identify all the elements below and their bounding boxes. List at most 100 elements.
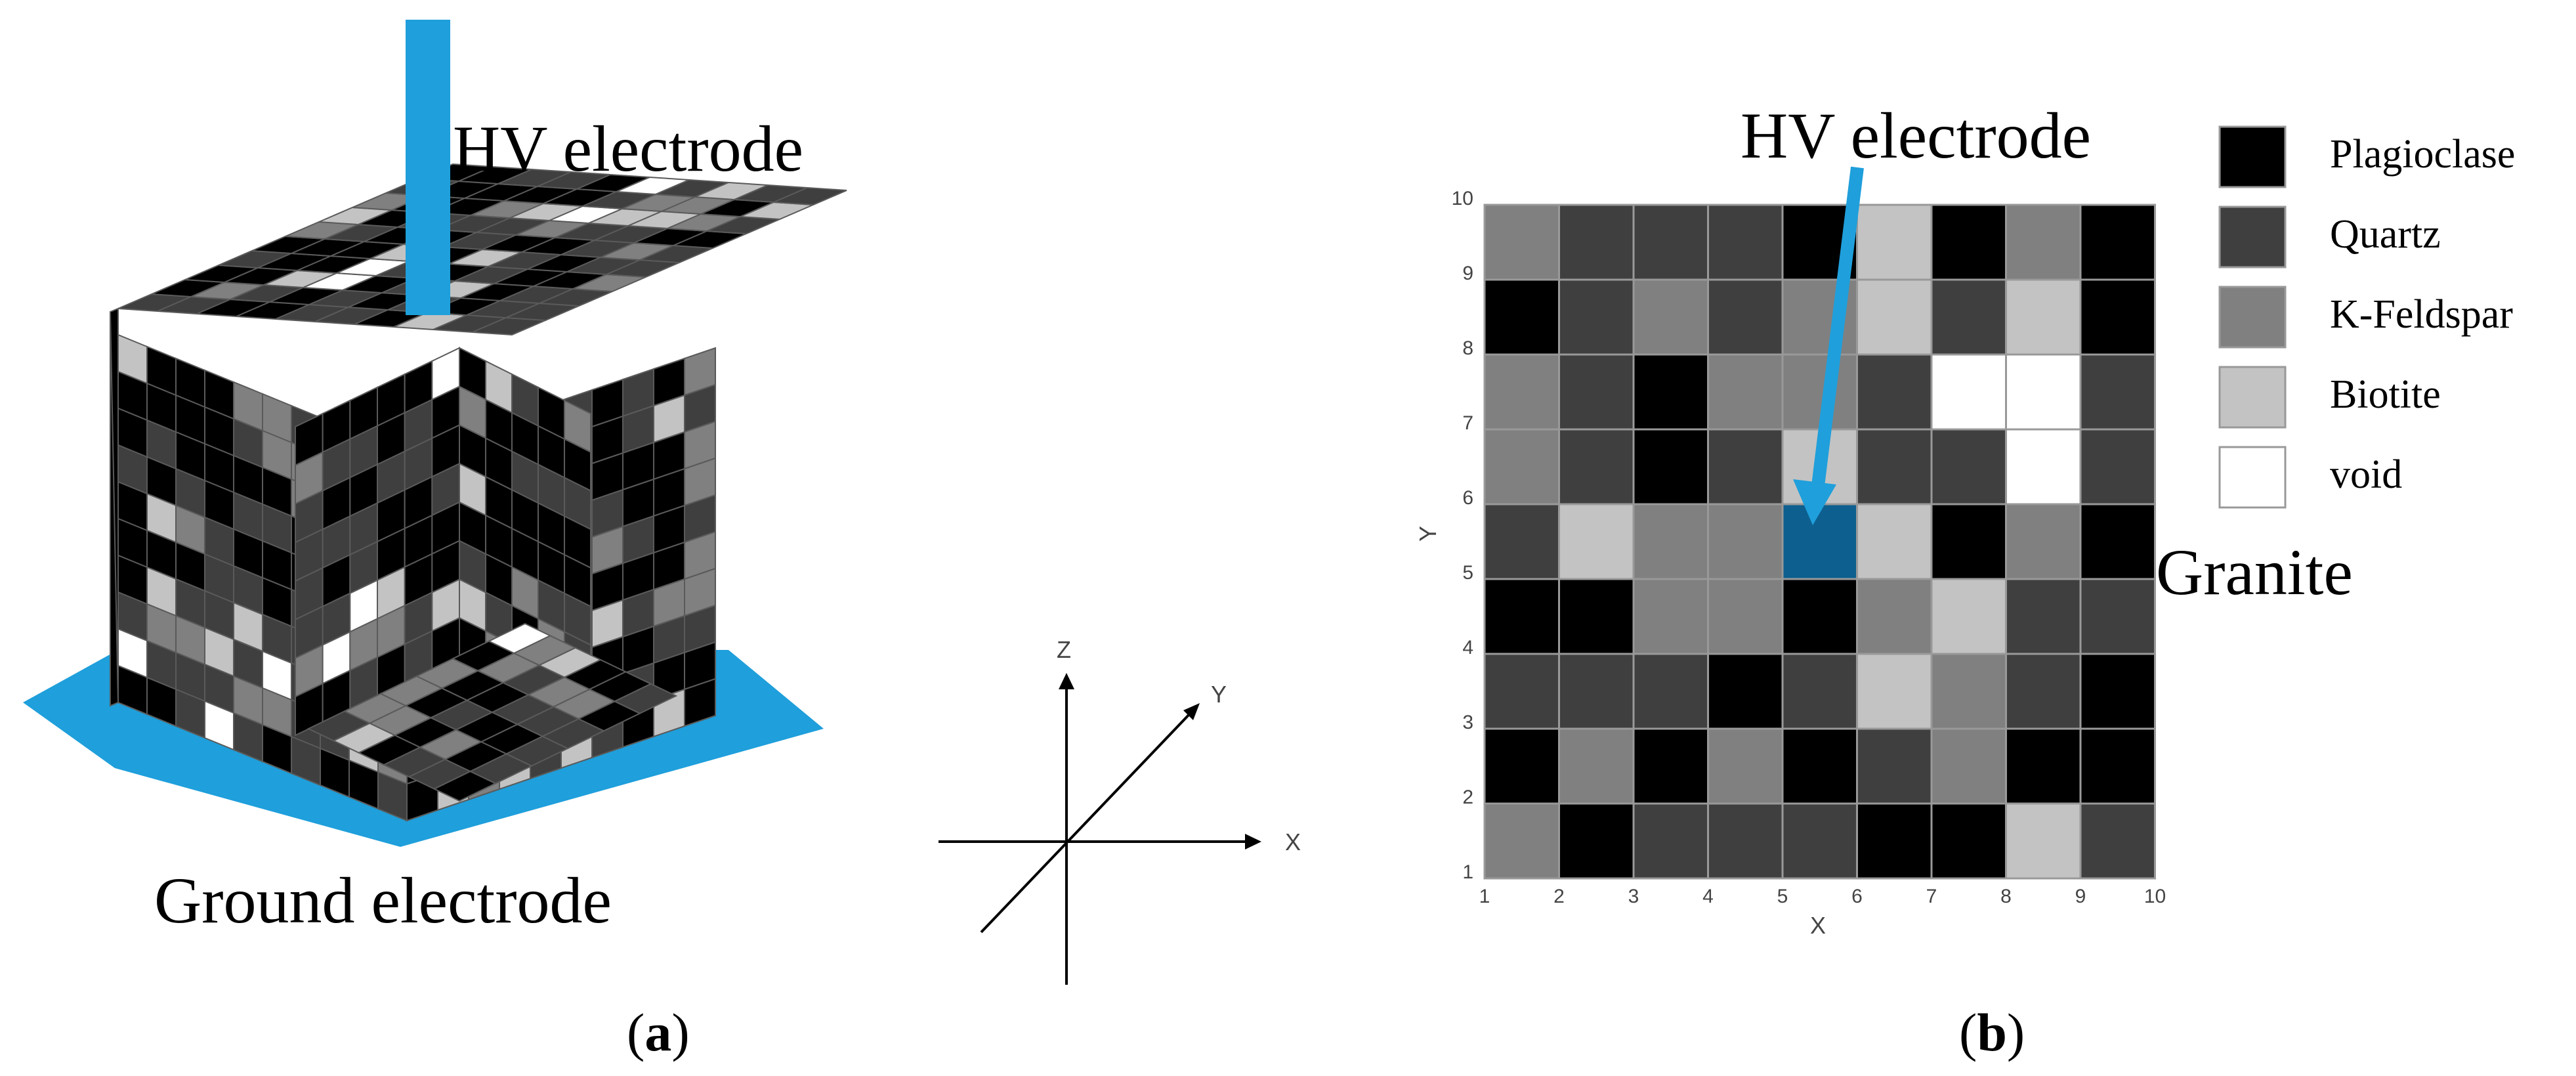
x-tick-label: 3 <box>1628 886 1639 907</box>
caption-a: (a) <box>627 1002 690 1062</box>
x-tick-label: 4 <box>1702 886 1714 907</box>
grid-cell <box>1632 428 1709 506</box>
grid-cell <box>2079 802 2156 880</box>
legend-label: void <box>2330 452 2402 497</box>
x-tick-label: 10 <box>2144 886 2166 907</box>
y-tick-label: 6 <box>1462 487 1473 509</box>
legend-label: Biotite <box>2330 372 2441 417</box>
grid-cell <box>1781 727 1858 805</box>
grid-cell <box>1781 353 1858 431</box>
legend-swatch <box>2218 286 2287 349</box>
x-tick-label: 2 <box>1553 886 1565 907</box>
grid-cell <box>1558 278 1635 356</box>
grid-cell <box>1632 653 1709 730</box>
grid-cell <box>1632 578 1709 655</box>
cube-cell <box>773 186 847 206</box>
grid-cell <box>1483 204 1560 281</box>
grid-cell <box>1632 503 1709 580</box>
hv-electrode-label-a: HV electrode <box>453 112 803 185</box>
grid-cell <box>1632 802 1709 880</box>
x-tick-label: 5 <box>1777 886 1788 907</box>
grid-cell <box>1483 578 1560 655</box>
grid-cell <box>1930 204 2007 281</box>
grid-cell <box>1930 802 2007 880</box>
granite-cross-section-grid <box>1483 204 2156 880</box>
grid-cell <box>1930 353 2007 431</box>
grid-cell <box>1558 503 1635 580</box>
grid-cell <box>1856 653 1933 730</box>
grid-cell <box>2079 204 2156 281</box>
hv-electrode-rod <box>406 20 450 315</box>
y-tick-label: 7 <box>1462 412 1473 434</box>
grid-cell <box>1856 802 1933 880</box>
y-tick-label: 2 <box>1462 786 1473 808</box>
grid-cell <box>2005 653 2082 730</box>
legend-label: Quartz <box>2330 212 2441 257</box>
grid-cell <box>1707 278 1784 356</box>
grid-cell <box>1856 428 1933 506</box>
grid-cell <box>1781 653 1858 730</box>
cube-cell <box>613 683 678 714</box>
legend-swatch <box>2218 205 2287 269</box>
grid-cell <box>2079 353 2156 431</box>
legend-swatch <box>2218 125 2287 188</box>
x-axis-label: X <box>1810 912 1826 939</box>
grid-cell <box>1930 653 2007 730</box>
legend-swatch <box>2218 366 2287 429</box>
grid-cell <box>1483 802 1560 880</box>
grid-cell <box>1856 278 1933 356</box>
grid-cell <box>2005 578 2082 655</box>
grid-cell <box>1707 802 1784 880</box>
grid-cell <box>1632 727 1709 805</box>
grid-cell <box>1707 727 1784 805</box>
grid-cell <box>1483 353 1560 431</box>
y-tick-label: 5 <box>1462 562 1473 584</box>
grid-cell <box>1707 578 1784 655</box>
grid-cell <box>1558 653 1635 730</box>
grid-cell <box>1632 353 1709 431</box>
grid-cell <box>1707 503 1784 580</box>
y-tick-label: 8 <box>1462 337 1473 359</box>
grid-cell <box>2005 204 2082 281</box>
grid-cell <box>1632 204 1709 281</box>
grid-cell <box>1856 503 1933 580</box>
grid-cell <box>1707 204 1784 281</box>
grid-cell <box>1558 578 1635 655</box>
grid-cell <box>2079 503 2156 580</box>
y-tick-label: 1 <box>1462 861 1473 883</box>
legend-label: Plagioclase <box>2330 132 2515 177</box>
grid-cell <box>2079 278 2156 356</box>
grid-cell <box>1707 653 1784 730</box>
panel-a-cube-model: HV electrode Ground electrode Z X Y (a) <box>23 20 1301 1062</box>
grid-cell <box>1483 503 1560 580</box>
axis-label-y: Y <box>1211 681 1227 708</box>
hv-electrode-label-b: HV electrode <box>1741 99 2091 172</box>
grid-cell <box>1781 802 1858 880</box>
grid-cell <box>2005 503 2082 580</box>
caption-b: (b) <box>1959 1002 2025 1062</box>
grid-cell <box>1483 428 1560 506</box>
x-tick-label: 7 <box>1926 886 1937 907</box>
grid-cell <box>1558 353 1635 431</box>
grid-cell <box>2005 428 2082 506</box>
xyz-axes <box>939 673 1261 985</box>
grid-cell <box>2005 278 2082 356</box>
grid-cell <box>1483 278 1560 356</box>
grid-cell <box>1558 727 1635 805</box>
granite-label: Granite <box>2156 536 2353 609</box>
grid-cell <box>1707 353 1784 431</box>
grid-cell <box>1781 503 1858 580</box>
grid-cell <box>1558 428 1635 506</box>
x-tick-label: 6 <box>1851 886 1863 907</box>
grid-cell <box>1930 428 2007 506</box>
x-tick-label: 1 <box>1479 886 1490 907</box>
y-tick-label: 4 <box>1462 637 1473 658</box>
grid-cell <box>1930 278 2007 356</box>
x-tick-label: 8 <box>2000 886 2012 907</box>
grid-cell <box>1930 578 2007 655</box>
grid-cell <box>1856 204 1933 281</box>
